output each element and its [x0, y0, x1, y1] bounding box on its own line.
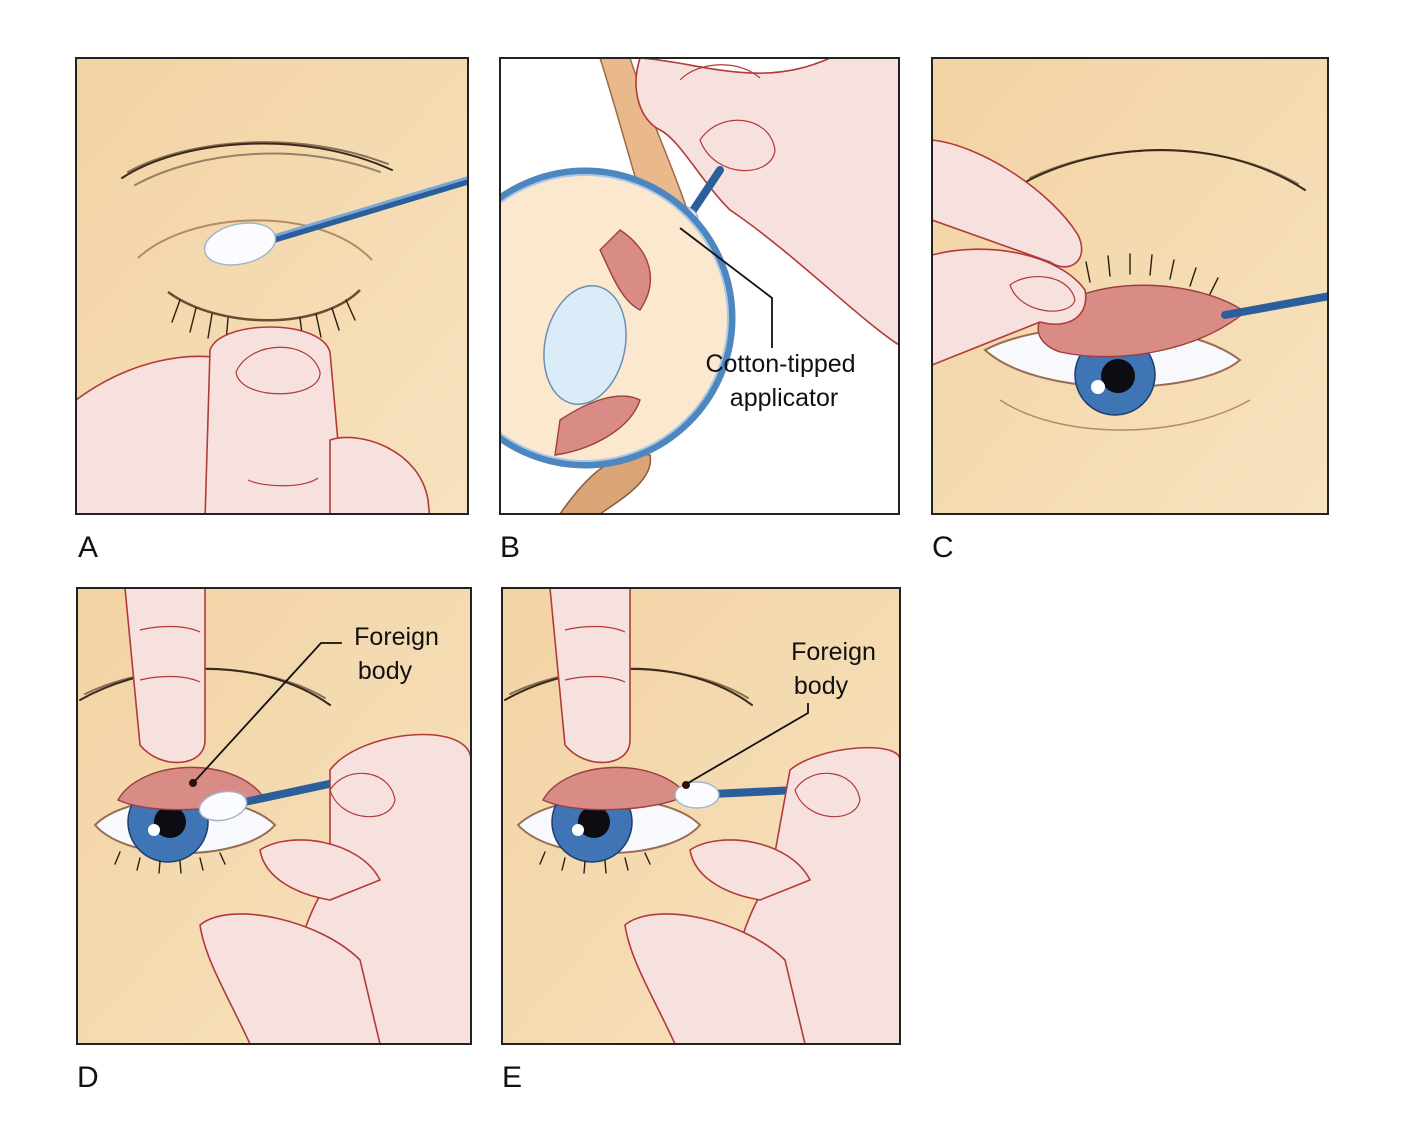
- panel-e-gloved-hands: [549, 588, 900, 1044]
- panel-e-lower-lashes: [539, 851, 651, 874]
- panel-b-everted-conjunctiva: [599, 229, 652, 311]
- panel-c-applicator-stick: [1221, 292, 1328, 319]
- panel-b-applicator-stick: [686, 166, 724, 219]
- panel-d-frame: [76, 587, 472, 1045]
- panel-b-lower-lid-skin: [559, 453, 652, 514]
- panel-e: Foreign body E: [501, 587, 901, 1094]
- panel-c-pupil: [1101, 359, 1135, 393]
- panel-b-gloved-hand: [635, 58, 899, 346]
- panel-a-cotton-tip: [203, 222, 277, 266]
- panel-a: A: [75, 57, 469, 564]
- panel-d-gloved-hands: [124, 588, 471, 1044]
- panel-d-label: D: [77, 1061, 99, 1094]
- panel-a-closed-lid: [167, 289, 361, 322]
- panel-a-eyelid-fold: [137, 219, 373, 261]
- panel-b-callout-leader: [679, 227, 773, 348]
- panel-c: C: [931, 57, 1329, 564]
- panel-c-frame: [931, 57, 1329, 515]
- panel-d-callout-text: Foreign body: [354, 623, 446, 685]
- panel-c-everted-upper-lid: [1037, 284, 1247, 358]
- panel-d: Foreign body D: [76, 587, 472, 1094]
- panel-d-callout-line-2: body: [358, 657, 413, 685]
- panel-e-callout-text: Foreign body: [791, 638, 883, 700]
- panel-b-magnifier-ring: [500, 167, 736, 469]
- panel-d-callout-leader: [194, 642, 342, 782]
- panel-e-callout-line-2: body: [794, 672, 849, 700]
- panel-a-lashes: [171, 299, 356, 343]
- panel-b-label: B: [500, 531, 520, 564]
- panel-a-eyebrow: [121, 142, 393, 179]
- panel-d-pupil: [154, 806, 186, 838]
- panel-e-thumbnail: [794, 772, 861, 818]
- panel-e-cotton-tip: [674, 781, 720, 809]
- panel-b-callout-text: Cotton-tipped applicator: [705, 350, 862, 412]
- panel-d-lower-lashes: [114, 851, 226, 874]
- panel-d-thumbnail: [329, 772, 396, 818]
- panel-c-label: C: [932, 531, 954, 564]
- panel-c-gloved-hand: [932, 139, 1087, 366]
- panel-e-pupil: [578, 806, 610, 838]
- panel-a-label: A: [78, 531, 98, 564]
- panel-b-frame: [499, 57, 900, 515]
- panel-a-applicator-stick: [266, 176, 468, 244]
- panel-b-cornea: [543, 284, 627, 406]
- panel-b: Cotton-tipped applicator B: [499, 57, 900, 564]
- panel-e-frame: [501, 587, 901, 1045]
- panel-a-thumbnail: [235, 346, 321, 395]
- panel-e-callout-line-1: Foreign: [791, 638, 876, 666]
- panel-c-lashes: [1085, 253, 1219, 295]
- panel-d-cotton-tip: [198, 790, 248, 822]
- panel-e-label: E: [502, 1061, 522, 1094]
- panel-b-callout-line-1: Cotton-tipped: [705, 350, 855, 378]
- panel-b-callout-line-2: applicator: [730, 384, 838, 412]
- panel-c-thumbnail: [1009, 276, 1076, 312]
- panel-e-callout-leader: [687, 703, 809, 784]
- panel-b-thumbnail: [699, 119, 776, 172]
- panel-a-gloved-hand: [76, 326, 431, 514]
- panel-a-frame: [75, 57, 469, 515]
- panel-d-callout-line-1: Foreign: [354, 623, 439, 651]
